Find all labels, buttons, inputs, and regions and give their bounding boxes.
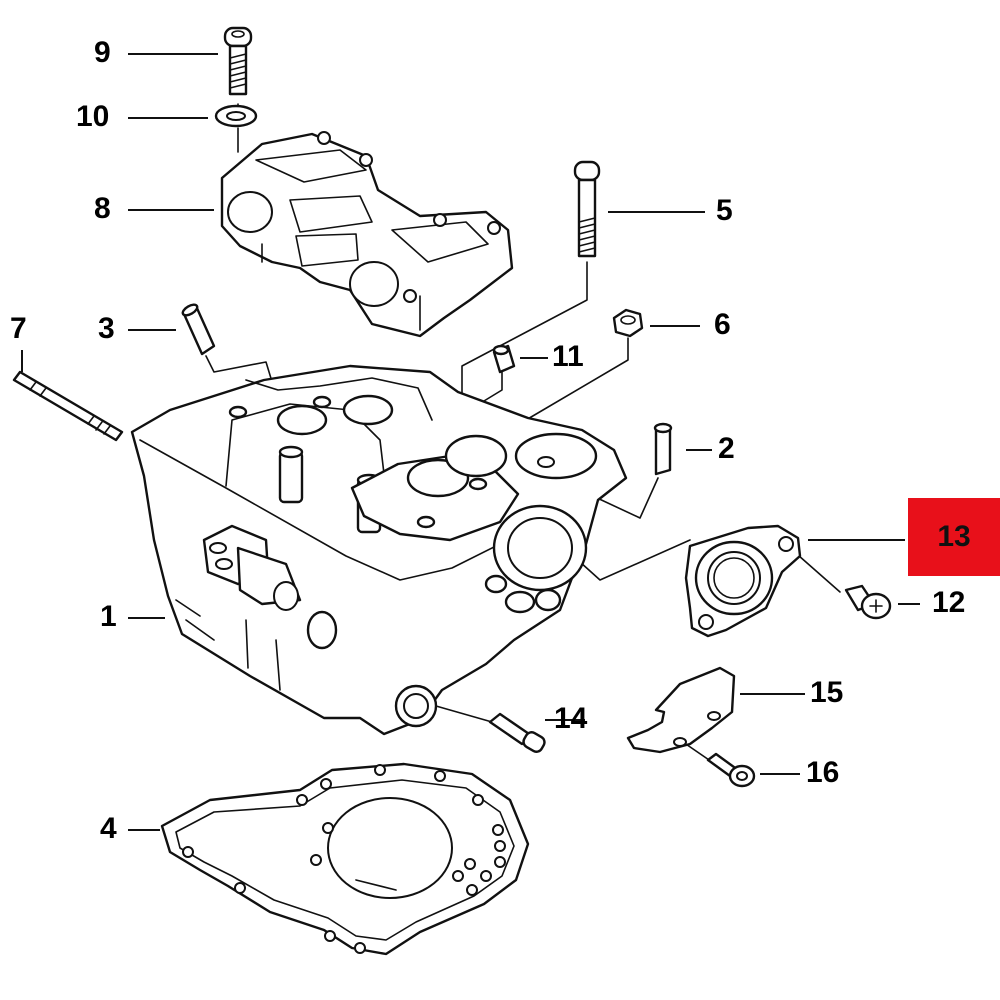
label-part-3[interactable]: 3 — [98, 312, 115, 345]
label-part-2[interactable]: 2 — [718, 432, 735, 465]
label-part-13-highlighted[interactable]: 13 — [908, 498, 1000, 576]
part-13-flange — [684, 524, 802, 638]
label-part-1[interactable]: 1 — [100, 600, 117, 633]
label-part-13: 13 — [937, 520, 971, 553]
part-4-gasket — [160, 762, 530, 956]
label-part-14[interactable]: 14 — [554, 702, 588, 735]
part-12-screw — [844, 584, 892, 620]
part-14-screw — [488, 712, 546, 753]
part-3-dowel — [181, 303, 216, 356]
part-9-bolt — [223, 26, 253, 96]
label-part-4[interactable]: 4 — [100, 812, 117, 845]
label-part-15[interactable]: 15 — [810, 676, 844, 709]
part-6-nut — [612, 308, 644, 338]
label-part-6[interactable]: 6 — [714, 308, 731, 341]
part-11-sleeve — [492, 344, 516, 374]
label-part-16[interactable]: 16 — [806, 756, 840, 789]
label-part-11[interactable]: 11 — [552, 340, 584, 373]
part-7-stud — [12, 370, 124, 442]
part-16-screw — [706, 752, 756, 788]
label-part-7[interactable]: 7 — [10, 312, 27, 345]
label-part-10[interactable]: 10 — [76, 100, 110, 133]
part-2-dowel — [653, 422, 673, 476]
label-part-9[interactable]: 9 — [94, 36, 111, 69]
label-part-5[interactable]: 5 — [716, 194, 733, 227]
part-5-long-bolt — [573, 160, 601, 258]
part-15-cover — [626, 666, 736, 754]
part-8-cam-bridge — [220, 131, 514, 338]
part-1-cylinder-head — [130, 364, 628, 736]
label-part-12[interactable]: 12 — [932, 586, 966, 619]
label-part-8[interactable]: 8 — [94, 192, 111, 225]
part-10-washer — [214, 104, 258, 128]
